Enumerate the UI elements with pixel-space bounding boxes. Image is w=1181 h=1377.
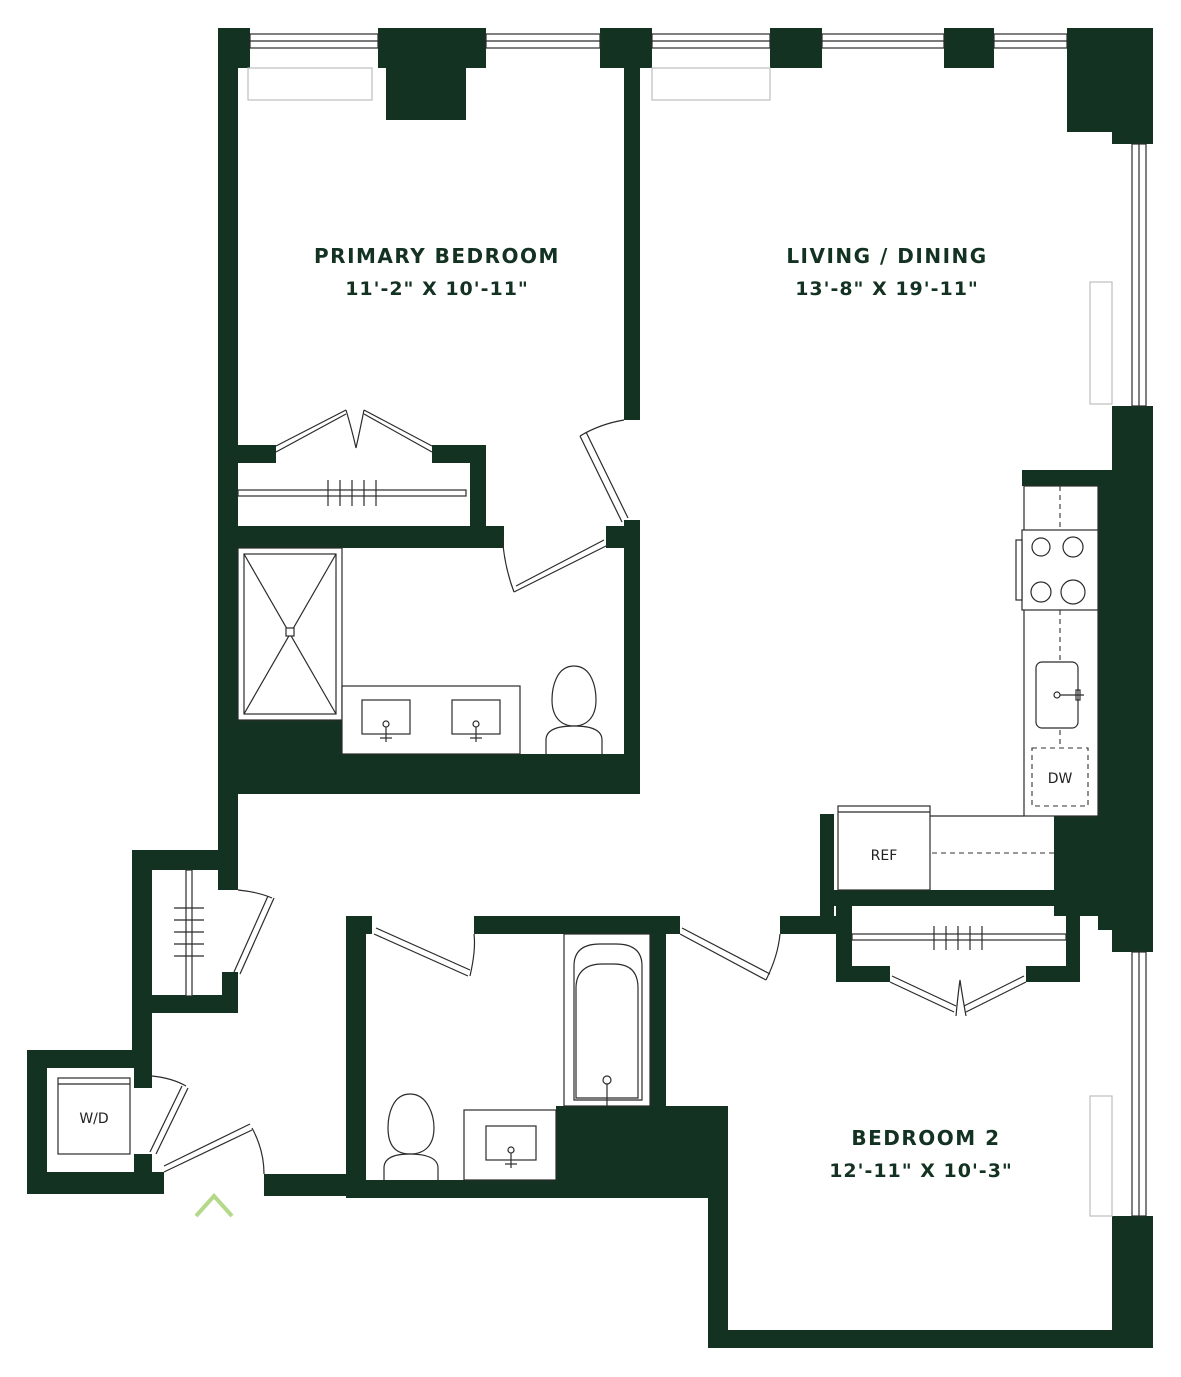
bedroom-2-name: BEDROOM 2	[851, 1126, 1000, 1150]
dishwasher-label: DW	[1048, 771, 1073, 787]
washer-dryer: W/D	[57, 1077, 131, 1155]
doors	[149, 409, 1067, 1175]
walls	[27, 28, 1153, 1348]
washer-dryer-label: W/D	[79, 1111, 108, 1127]
living-dining-dims: 13'-8" X 19'-11"	[795, 278, 979, 300]
hall-bath-fixtures	[383, 933, 651, 1181]
refrigerator-label: REF	[871, 848, 898, 864]
kitchen: DW REF	[837, 485, 1099, 891]
windows	[247, 33, 1147, 1217]
bedroom-2-dims: 12'-11" X 10'-3"	[829, 1160, 1013, 1182]
primary-bedroom-dims: 11'-2" X 10'-11"	[345, 278, 529, 300]
living-dining-name: LIVING / DINING	[786, 244, 987, 268]
primary-bedroom-name: PRIMARY BEDROOM	[314, 244, 560, 268]
entry-chevron-icon	[194, 1193, 234, 1218]
primary-bath-fixtures	[237, 547, 603, 755]
